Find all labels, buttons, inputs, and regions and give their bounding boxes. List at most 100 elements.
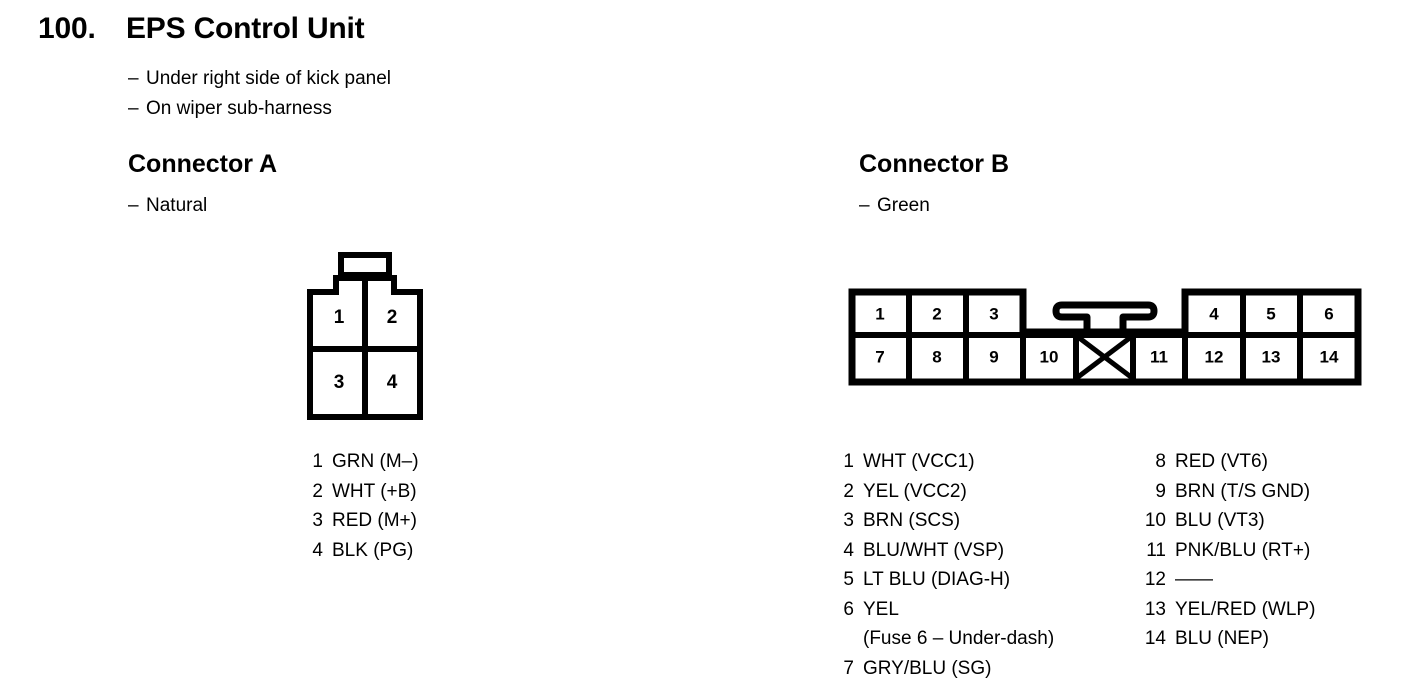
connector-a-pin-list: 1 GRN (M–) 2 WHT (+B) 3 RED (M+) 4 BLK (… bbox=[297, 447, 419, 566]
dash-glyph: – bbox=[128, 195, 139, 216]
connector-b-cell-3: 3 bbox=[989, 304, 998, 323]
pin-label: —— bbox=[1175, 569, 1213, 590]
pin-row: 4 BLU/WHT (VSP) bbox=[828, 536, 1054, 566]
connector-b-diagram: 1 2 3 4 5 6 7 8 9 10 11 12 13 14 bbox=[848, 286, 1362, 388]
pin-label: PNK/BLU (RT+) bbox=[1175, 539, 1311, 561]
pin-number: 4 bbox=[843, 539, 854, 561]
connector-b-cell-10: 10 bbox=[1040, 347, 1059, 366]
connector-a-color: –Natural bbox=[128, 191, 277, 221]
connector-b-cell-8: 8 bbox=[932, 347, 941, 366]
pin-number: 9 bbox=[1155, 480, 1166, 502]
connector-a-cell-1: 1 bbox=[334, 307, 345, 328]
header-notes: –Under right side of kick panel –On wipe… bbox=[128, 64, 391, 124]
pin-label: RED (M+) bbox=[332, 510, 417, 531]
pin-number: 1 bbox=[843, 451, 854, 472]
connector-a-cell-2: 2 bbox=[387, 307, 398, 328]
connector-a-section: Connector A –Natural bbox=[128, 148, 277, 221]
connector-b-cell-2: 2 bbox=[932, 304, 941, 323]
pin-number: 12 bbox=[1144, 569, 1166, 590]
pin-label: YEL (VCC2) bbox=[863, 480, 967, 502]
header-note: –On wiper sub-harness bbox=[128, 94, 391, 124]
pin-row: 10 BLU (VT3) bbox=[1140, 506, 1315, 536]
pin-row: 12 —— bbox=[1140, 565, 1315, 595]
header-note: –Under right side of kick panel bbox=[128, 64, 391, 94]
connector-b-heading: Connector B bbox=[859, 150, 1009, 178]
connector-b-pin-list-left: 1 WHT (VCC1) 2 YEL (VCC2) 3 BRN (SCS) 4 … bbox=[828, 447, 1054, 683]
connector-b-cell-12: 12 bbox=[1205, 347, 1224, 366]
pin-label-continuation: (Fuse 6 – Under-dash) bbox=[863, 628, 1055, 649]
page-title: 100. EPS Control Unit bbox=[38, 12, 365, 46]
pin-number: 5 bbox=[843, 569, 854, 590]
pin-row: 3 RED (M+) bbox=[297, 506, 419, 536]
pin-label: BRN (T/S GND) bbox=[1175, 480, 1311, 502]
connector-b-cell-11: 11 bbox=[1150, 347, 1168, 366]
pin-row: 1 GRN (M–) bbox=[297, 447, 419, 477]
connector-a-latch-icon bbox=[338, 252, 392, 278]
connector-b-cell-9: 9 bbox=[989, 347, 998, 366]
page-number: 100. bbox=[38, 12, 96, 45]
dash-glyph: – bbox=[128, 98, 139, 119]
pin-row: 6 YEL bbox=[828, 595, 1054, 625]
pin-label: WHT (+B) bbox=[332, 480, 417, 502]
pin-number: 7 bbox=[843, 657, 854, 679]
connector-a-cell-3: 3 bbox=[334, 372, 345, 393]
blank-cell-x-icon bbox=[1076, 335, 1133, 379]
pin-row: 8 RED (VT6) bbox=[1140, 447, 1315, 477]
pin-row: 13 YEL/RED (WLP) bbox=[1140, 595, 1316, 625]
connector-b-pin-list-right: 8 RED (VT6) 9 BRN (T/S GND) 10 BLU (VT3)… bbox=[1140, 447, 1316, 654]
pin-number: 8 bbox=[1155, 451, 1166, 472]
pin-number: 13 bbox=[1144, 598, 1166, 620]
pin-row: 5 LT BLU (DIAG-H) bbox=[828, 565, 1054, 595]
pin-label: YEL bbox=[863, 598, 899, 620]
pin-row: 14 BLU (NEP) bbox=[1140, 624, 1315, 654]
pin-row: 11 PNK/BLU (RT+) bbox=[1140, 536, 1315, 566]
connector-a-heading: Connector A bbox=[128, 150, 278, 178]
pin-number: 11 bbox=[1146, 539, 1166, 561]
pin-row: 7 GRY/BLU (SG) bbox=[828, 654, 1054, 684]
connector-a-diagram: 1 2 3 4 bbox=[303, 252, 439, 424]
connector-b-cell-7: 7 bbox=[875, 347, 884, 366]
pin-row: 9 BRN (T/S GND) bbox=[1140, 477, 1315, 507]
page-title-text: EPS Control Unit bbox=[126, 12, 365, 45]
pin-label: BLU (VT3) bbox=[1175, 510, 1265, 531]
pin-row: 4 BLK (PG) bbox=[297, 536, 419, 566]
connector-b-latch-icon bbox=[1052, 301, 1158, 336]
connector-b-cell-6: 6 bbox=[1324, 304, 1333, 323]
pin-label: BLU (NEP) bbox=[1175, 628, 1269, 649]
pin-row: 3 BRN (SCS) bbox=[828, 506, 1054, 536]
connector-b-cell-5: 5 bbox=[1266, 304, 1275, 323]
pin-label: BLK (PG) bbox=[332, 539, 414, 561]
pin-row: 1 WHT (VCC1) bbox=[828, 447, 1054, 477]
connector-b-cell-14: 14 bbox=[1320, 347, 1339, 366]
pin-number: 2 bbox=[843, 480, 854, 502]
dash-glyph: – bbox=[859, 195, 870, 216]
pin-number: 1 bbox=[312, 451, 323, 472]
connector-b-cell-4: 4 bbox=[1209, 304, 1219, 323]
header-note-text: Under right side of kick panel bbox=[146, 68, 392, 89]
pin-number: 3 bbox=[312, 510, 323, 531]
pin-label: WHT (VCC1) bbox=[863, 451, 975, 472]
connector-a-cell-4: 4 bbox=[387, 372, 398, 393]
pin-row: 2 YEL (VCC2) bbox=[828, 477, 1054, 507]
pin-label: YEL/RED (WLP) bbox=[1175, 598, 1316, 620]
pin-number: 3 bbox=[843, 510, 854, 531]
pin-number: 2 bbox=[312, 480, 323, 502]
pin-label: BRN (SCS) bbox=[863, 510, 961, 531]
connector-b-section: Connector B –Green bbox=[859, 148, 1009, 221]
pin-number: 10 bbox=[1144, 510, 1166, 531]
dash-glyph: – bbox=[128, 68, 139, 89]
pin-number: 14 bbox=[1144, 628, 1166, 649]
pin-number: 4 bbox=[312, 539, 323, 561]
pin-label: RED (VT6) bbox=[1175, 451, 1268, 472]
connector-b-color-text: Green bbox=[877, 195, 930, 216]
connector-b-color: –Green bbox=[859, 191, 1009, 221]
pin-row: 2 WHT (+B) bbox=[297, 477, 419, 507]
connector-a-color-text: Natural bbox=[146, 195, 208, 216]
connector-b-cell-13: 13 bbox=[1262, 347, 1281, 366]
header-note-text: On wiper sub-harness bbox=[146, 98, 332, 119]
pin-label: BLU/WHT (VSP) bbox=[863, 539, 1005, 561]
pin-label: GRN (M–) bbox=[332, 451, 419, 472]
pin-label: LT BLU (DIAG-H) bbox=[863, 569, 1011, 590]
pin-label: GRY/BLU (SG) bbox=[863, 657, 992, 679]
connector-b-cell-1: 1 bbox=[875, 304, 884, 323]
